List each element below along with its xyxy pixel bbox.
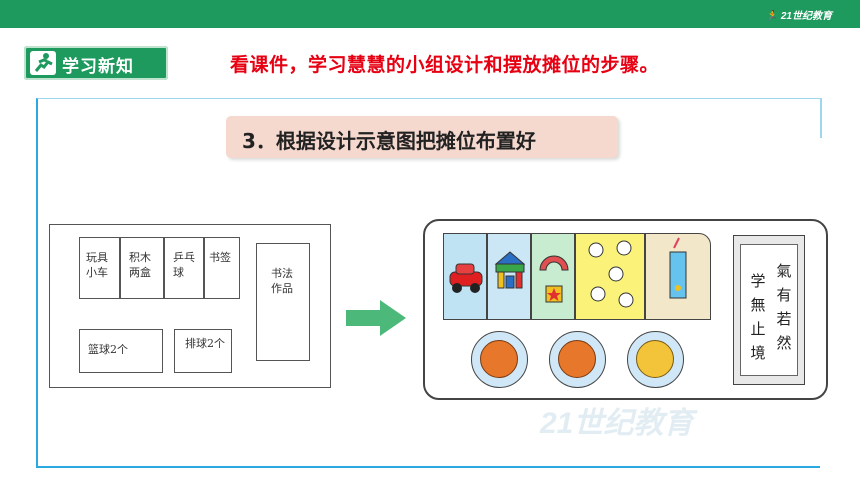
blocks-cell <box>487 233 531 320</box>
calligraphy-scroll: 氣有若然 学無止境 <box>733 235 805 385</box>
volleyball-icon <box>636 340 674 378</box>
watermark: 21世纪教育 <box>540 407 694 440</box>
step-title: 3．根据设计示意图把摊位布置好 <box>242 129 536 153</box>
basketball-plate <box>549 331 606 388</box>
basketball-plate <box>471 331 528 388</box>
toy-car-cell <box>443 233 487 320</box>
bookmark-icon <box>669 237 687 299</box>
headline: 看课件，学习慧慧的小组设计和摆放摊位的步骤。 <box>230 54 660 76</box>
runner-icon <box>30 51 56 75</box>
sketch-cell: 书签 <box>204 237 240 299</box>
bookmark-cell <box>645 233 711 320</box>
basketball-icon <box>480 340 518 378</box>
section-tag-label: 学习新知 <box>62 57 134 77</box>
arch-block-icon <box>539 255 569 303</box>
brand-text: 21世纪教育 <box>780 11 832 22</box>
toy-car-icon <box>449 263 483 293</box>
toy-blocks-icon <box>494 251 526 289</box>
brand-logo: 🏃21世纪教育 <box>765 11 832 22</box>
ping-pong-balls-icon <box>588 240 634 308</box>
calligraphy-paper: 氣有若然 学無止境 <box>740 244 798 376</box>
sketch-cell: 篮球2个 <box>79 329 163 373</box>
volleyball-plate <box>627 331 684 388</box>
basketball-icon <box>558 340 596 378</box>
ping-pong-cell <box>575 233 645 320</box>
sketch-cell: 排球2个 <box>174 329 232 373</box>
calligraphy-right-column: 氣有若然 <box>776 262 792 352</box>
step-title-box: 3．根据设计示意图把摊位布置好 <box>226 116 618 158</box>
booth-illustration: 氣有若然 学無止境 <box>423 219 828 400</box>
sketch-cell: 玩具小车 <box>79 237 120 299</box>
design-sketch: 玩具小车 积木两盒 乒乓球 书签 书法作品 篮球2个 排球2个 <box>49 224 331 388</box>
sketch-cell: 乒乓球 <box>164 237 204 299</box>
top-bar: 🏃21世纪教育 <box>0 0 860 28</box>
sketch-cell: 积木两盒 <box>120 237 164 299</box>
sketch-cell: 书法作品 <box>256 243 310 361</box>
calligraphy-left-column: 学無止境 <box>750 272 766 362</box>
blocks-cell-2 <box>531 233 575 320</box>
right-arrow-icon <box>346 300 406 340</box>
section-tag: 学习新知 <box>24 46 168 80</box>
content-frame <box>36 98 822 468</box>
